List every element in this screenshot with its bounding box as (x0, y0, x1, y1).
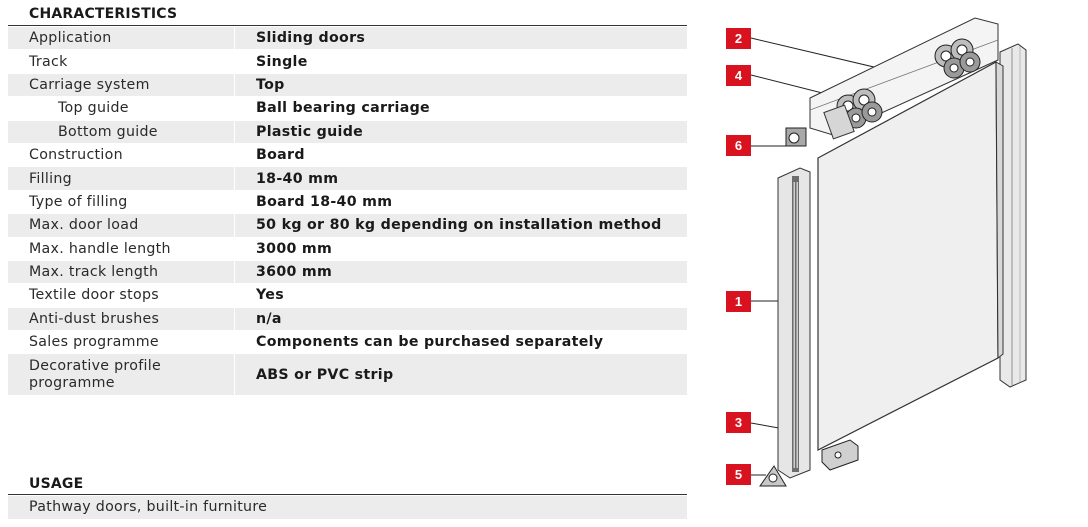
row-value: Sliding doors (235, 27, 687, 50)
table-row: Max. track length 3600 mm (8, 260, 687, 284)
table-row: Decorative profile programme ABS or PVC … (8, 354, 687, 396)
leader-line (750, 37, 896, 73)
table-row: Filling 18-40 mm (8, 167, 687, 190)
row-value: Ball bearing carriage (256, 100, 430, 117)
table-row: Anti-dust brushes n/a (8, 307, 687, 331)
row-value: 50 kg or 80 kg depending on installation… (235, 214, 687, 237)
row-value: Board 18-40 mm (256, 193, 393, 210)
row-label: Sales programme (29, 334, 159, 351)
row-value: 18-40 mm (235, 167, 687, 190)
table-row: Top guide Ball bearing carriage (8, 97, 687, 120)
row-value: Top (235, 73, 687, 97)
carriage-wheels (836, 38, 981, 129)
callout-4: 4 (726, 65, 751, 86)
usage-rule (8, 494, 687, 495)
usage-text: Pathway doors, built-in furniture (29, 499, 268, 515)
side-profile-right (999, 43, 1027, 388)
row-label: Anti-dust brushes (8, 307, 234, 331)
row-value: n/a (235, 307, 687, 331)
floor-guide (759, 465, 787, 487)
row-value: Yes (256, 287, 284, 304)
row-label: Textile door stops (29, 287, 159, 304)
brush-strip (792, 176, 799, 472)
row-label: Decorative profile programme (8, 354, 234, 396)
table-row: Application Sliding doors (8, 27, 687, 50)
table-row: Type of filling Board 18-40 mm (8, 191, 687, 214)
row-value: ABS or PVC strip (235, 354, 687, 396)
row-value: Plastic guide (235, 120, 687, 143)
row-label: Carriage system (8, 73, 234, 97)
row-label: Track (29, 53, 68, 70)
table-row: Track Single (8, 50, 687, 73)
row-value: Board (256, 147, 305, 164)
row-label: Type of filling (29, 193, 128, 210)
table-row: Sales programme Components can be purcha… (8, 331, 687, 354)
row-value: 3000 mm (256, 240, 333, 257)
callout-3: 3 (726, 412, 751, 433)
table-row: Max. handle length 3000 mm (8, 238, 687, 261)
callout-6: 6 (726, 135, 751, 156)
characteristics-rule (8, 25, 687, 26)
row-label: Max. handle length (29, 240, 171, 257)
row-label: Top guide (58, 100, 129, 117)
usage-row-background (8, 496, 687, 519)
row-value: Components can be purchased separately (256, 334, 604, 351)
characteristics-table: Application Sliding doors Track Single C… (8, 27, 687, 396)
row-label: Filling (8, 167, 234, 190)
table-row: Construction Board (8, 144, 687, 167)
table-row: Max. door load 50 kg or 80 kg depending … (8, 214, 687, 237)
callout-2: 2 (726, 28, 751, 49)
callout-1: 1 (726, 291, 751, 312)
row-label: Max. door load (8, 214, 234, 237)
table-row: Textile door stops Yes (8, 284, 687, 307)
characteristics-heading: CHARACTERISTICS (29, 6, 178, 22)
usage-heading: USAGE (29, 476, 84, 492)
row-label: Bottom guide (8, 120, 234, 143)
row-value: 3600 mm (235, 260, 687, 284)
table-row: Carriage system Top (8, 73, 687, 97)
table-row: Bottom guide Plastic guide (8, 120, 687, 144)
row-label: Construction (29, 147, 123, 164)
row-label: Max. track length (8, 260, 234, 284)
sliding-door-diagram (750, 17, 1027, 487)
row-value: Single (256, 53, 308, 70)
row-label: Application (8, 27, 234, 50)
callout-5: 5 (726, 464, 751, 485)
top-stop (785, 127, 807, 147)
